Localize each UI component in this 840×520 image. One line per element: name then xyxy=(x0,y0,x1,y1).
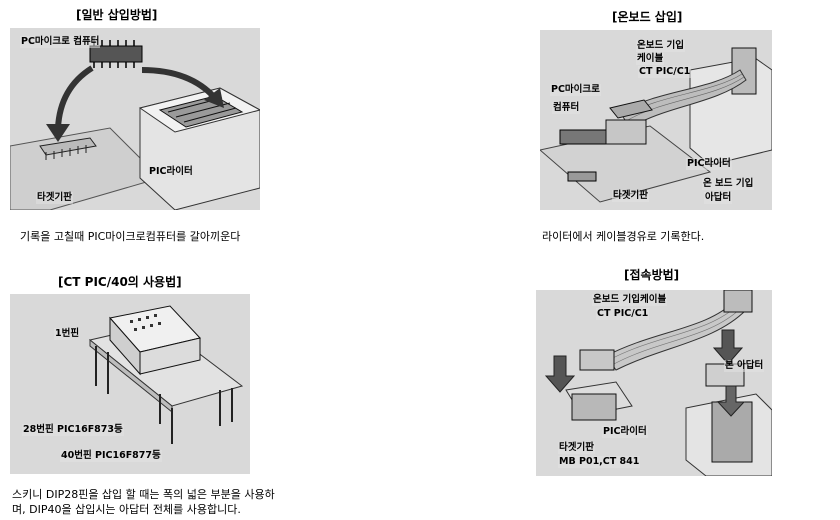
label-onboard-cable-line1: 온보드 기입 xyxy=(636,40,685,52)
label-onboard-pc-line2: 컴퓨터 xyxy=(552,102,580,114)
label-connect-cable-line2: CT PIC/C1 xyxy=(596,308,649,320)
general-insertion-drawing xyxy=(10,28,260,210)
label-onboard-adapter-line2: 아답터 xyxy=(704,192,732,204)
label-pin-40: 40번핀 PIC16F877등 xyxy=(60,450,162,462)
ctpic-usage-illustration: 1번핀 28번핀 PIC16F873등 40번핀 PIC16F877등 xyxy=(10,294,250,474)
label-connect-target-line2: MB P01,CT 841 xyxy=(558,456,640,468)
label-pc-microcomputer: PC마이크로 컴퓨터 xyxy=(20,36,100,48)
label-pic-writer: PIC라이터 xyxy=(148,166,194,178)
label-pin-1: 1번핀 xyxy=(54,328,80,340)
label-onboard-pic-writer: PIC라이터 xyxy=(686,158,732,170)
label-connect-pic-writer: PIC라이터 xyxy=(602,426,648,438)
label-connect-cable-line1: 온보드 기입케이블 xyxy=(592,294,667,306)
label-pin-28: 28번핀 PIC16F873등 xyxy=(22,424,124,436)
general-insertion-title: [일반 삽입방법] xyxy=(76,6,157,23)
label-onboard-cable-line3: CT PIC/C1 xyxy=(638,66,691,78)
label-target-board: 타겟기판 xyxy=(36,192,73,204)
label-connect-target-line1: 타겟기판 xyxy=(558,442,595,454)
ctpic-usage-drawing xyxy=(10,294,250,474)
label-connect-adapter: 본 아답터 xyxy=(724,360,764,372)
label-onboard-cable-line2: 케이블 xyxy=(636,53,664,65)
onboard-insertion-illustration: 온보드 기입 케이블 CT PIC/C1 PC마이크로 컴퓨터 PIC라이터 타… xyxy=(540,30,772,210)
ctpic-usage-title: [CT PIC/40의 사용법] xyxy=(58,273,182,290)
label-onboard-target-board: 타겟기판 xyxy=(612,190,649,202)
connection-method-title: [접속방법] xyxy=(624,266,679,283)
general-insertion-caption: 기록을 고칠때 PIC마이크로컴퓨터를 갈아끼운다 xyxy=(20,229,240,244)
ctpic-caption-line1: 스키니 DIP28핀을 삽입 할 때는 폭의 넓은 부분을 사용하 xyxy=(12,487,275,502)
general-insertion-illustration: PC마이크로 컴퓨터 PIC라이터 타겟기판 xyxy=(10,28,260,210)
connection-method-illustration: 온보드 기입케이블 CT PIC/C1 본 아답터 PIC라이터 타겟기판 MB… xyxy=(536,290,772,476)
ctpic-caption-line2: 며, DIP40을 삽입시는 아답터 전체를 사용합니다. xyxy=(12,502,241,517)
onboard-insertion-title: [온보드 삽입] xyxy=(612,8,682,25)
onboard-insertion-caption: 라이터에서 케이블경유로 기록한다. xyxy=(542,229,704,244)
label-onboard-pc-line1: PC마이크로 xyxy=(550,84,601,96)
label-onboard-adapter-line1: 온 보드 기입 xyxy=(702,178,754,190)
